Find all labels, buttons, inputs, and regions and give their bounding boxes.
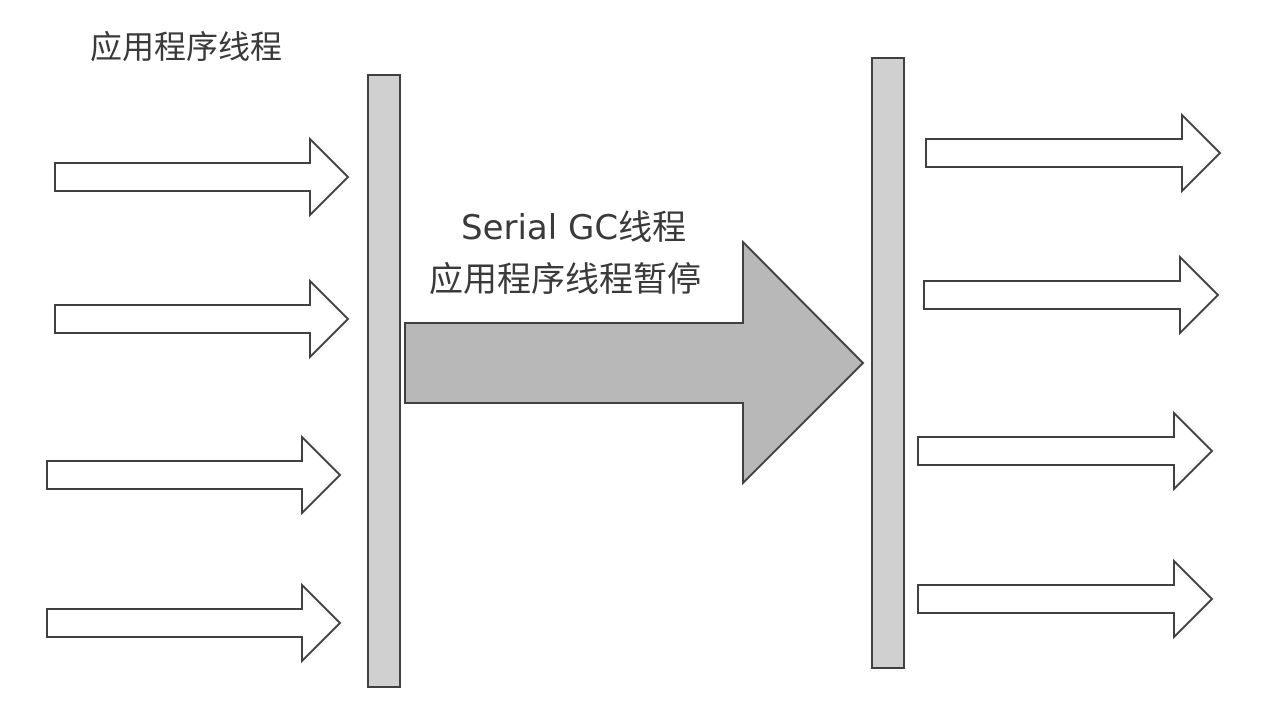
app-thread-arrow-after-2 [923,254,1220,336]
app-paused-label: 应用程序线程暂停 [429,260,701,300]
app-thread-arrow-before-1 [54,136,350,218]
app-thread-arrow-after-3 [917,410,1214,492]
pause-bar-left [367,74,401,688]
pause-bar-right [871,57,905,669]
app-thread-arrow-before-4 [46,582,342,664]
gc-thread-arrow [404,239,865,486]
app-threads-label: 应用程序线程 [90,28,283,66]
app-thread-arrow-before-2 [54,278,350,360]
gc-thread-label: Serial GC线程 [461,208,687,248]
app-thread-arrow-before-3 [46,434,342,516]
app-thread-arrow-after-4 [917,558,1214,640]
app-thread-arrow-after-1 [925,112,1222,194]
